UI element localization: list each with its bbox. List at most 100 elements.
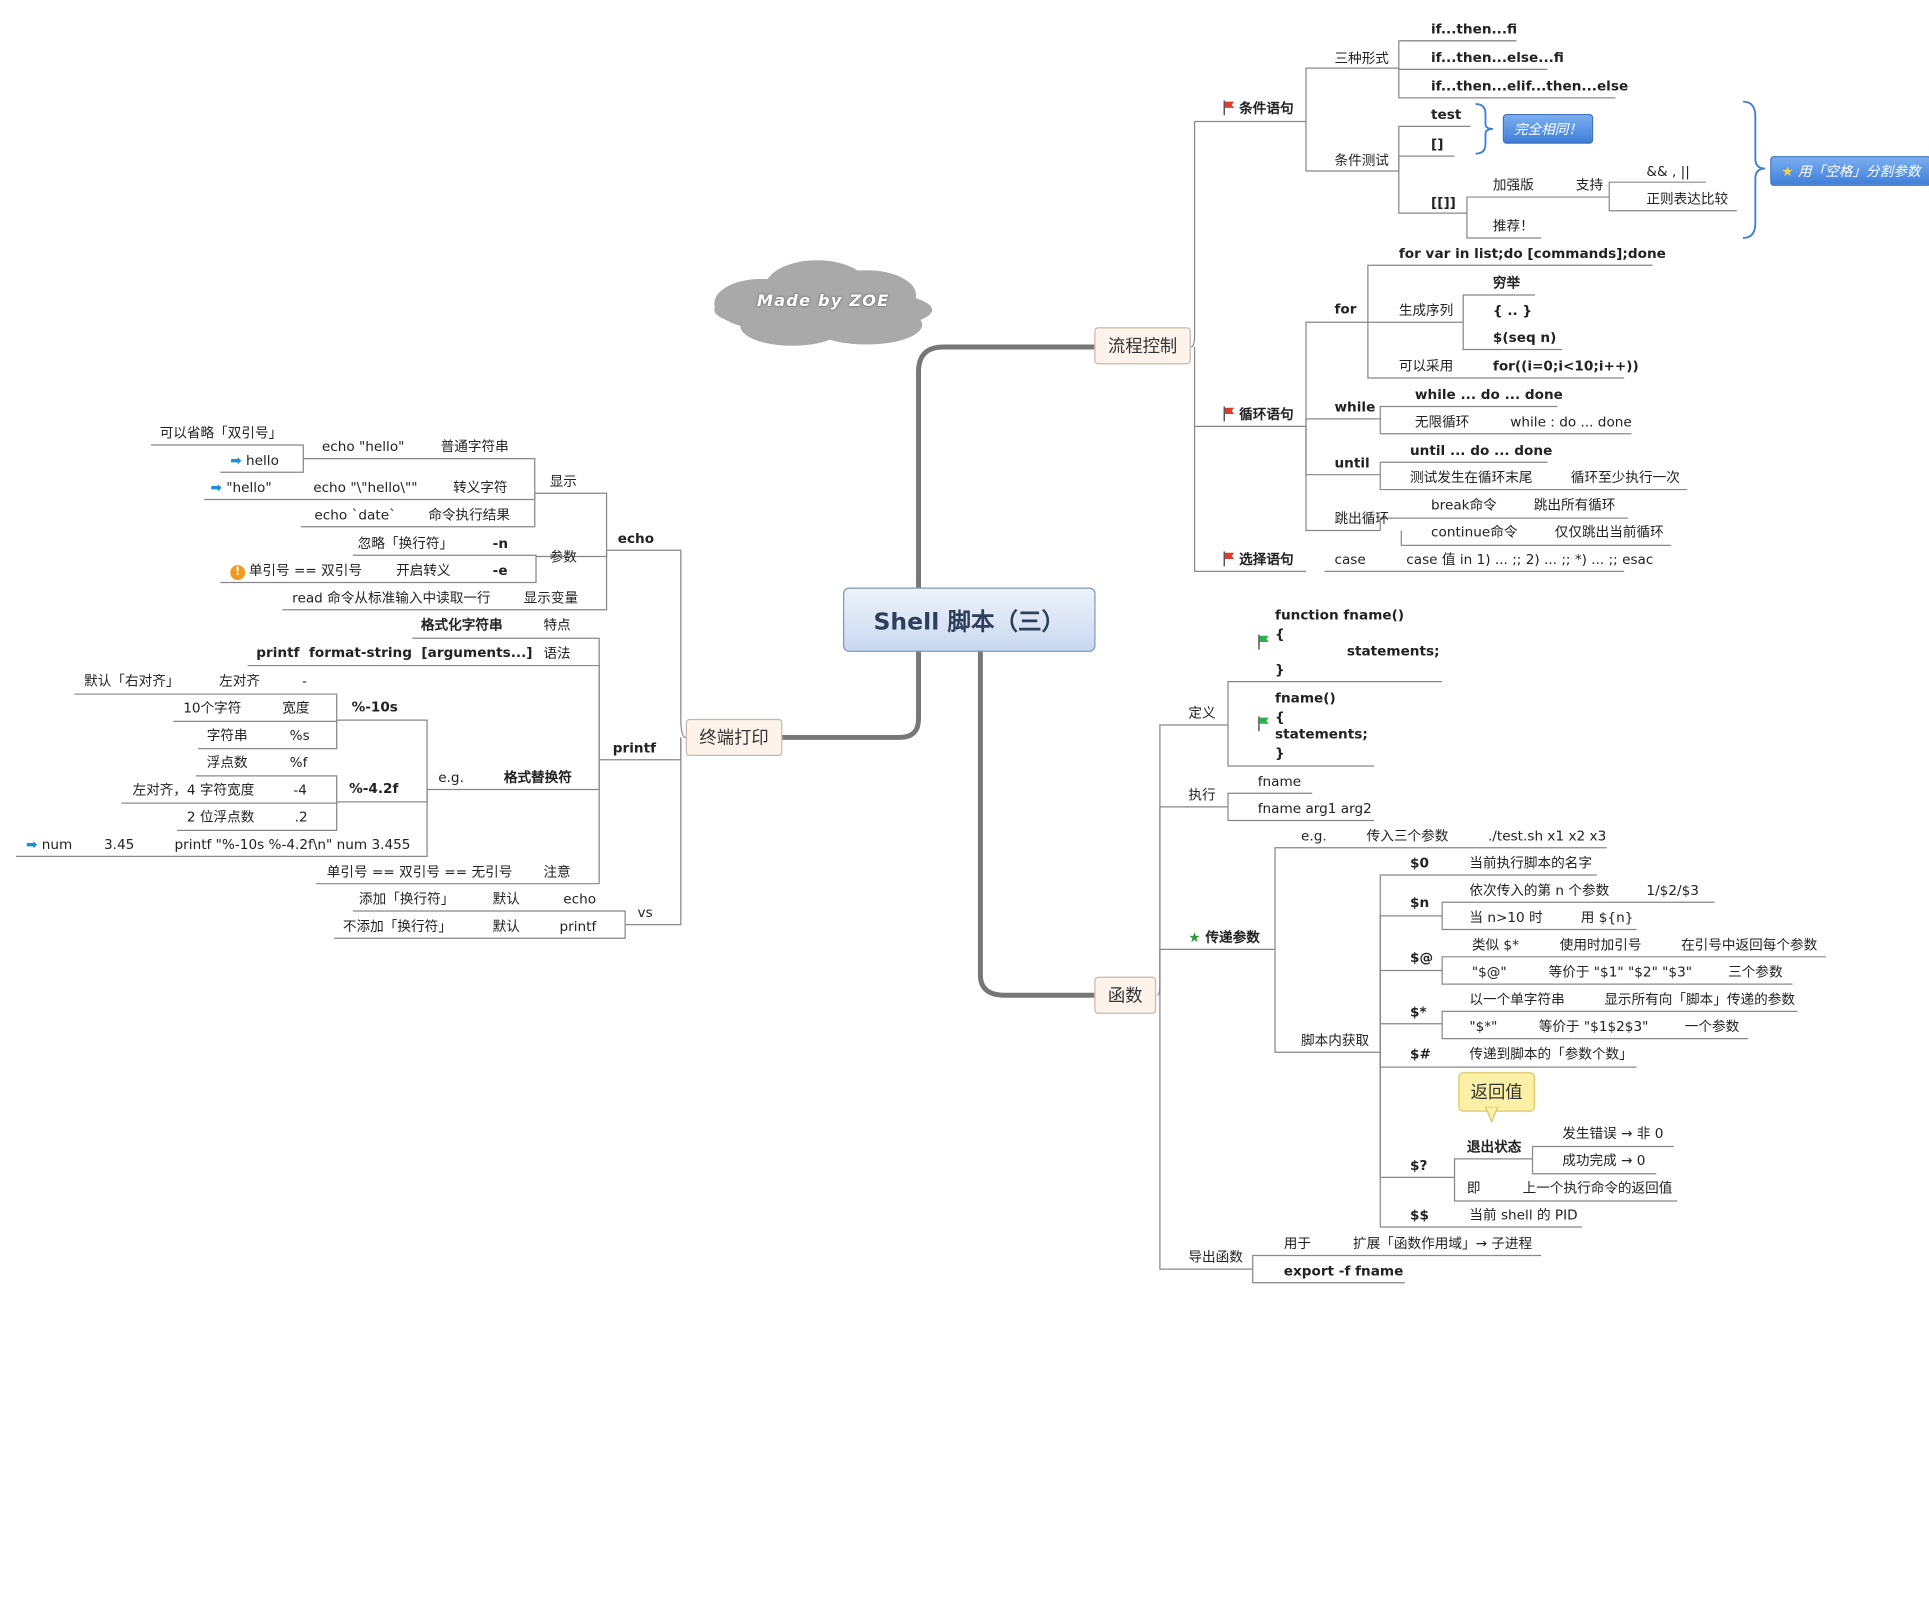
ten-chars[interactable]: 10个字符 [183, 700, 242, 717]
echo-param[interactable]: 参数 [549, 549, 577, 566]
show-var[interactable]: 显示变量 [523, 589, 579, 607]
left-align[interactable]: 左对齐 [219, 672, 260, 690]
param-star[interactable]: $* [1409, 1003, 1427, 1021]
case-syntax[interactable]: case 值 in 1) ... ;; 2) ... ;; *) ... ;; … [1406, 551, 1654, 568]
param-n-desc[interactable]: 依次传入的第 n 个参数 [1469, 882, 1610, 899]
default-right[interactable]: 默认「右对齐」 [84, 672, 180, 690]
param-pid-desc[interactable]: 当前 shell 的 PID [1469, 1207, 1578, 1224]
dot-2[interactable]: .2 [294, 809, 308, 826]
root-topic[interactable]: Shell 脚本（三） [843, 587, 1096, 652]
break-desc[interactable]: 跳出所有循环 [1533, 496, 1616, 514]
format-subst[interactable]: 格式替换符 [503, 769, 572, 786]
seq-cmd[interactable]: $(seq n) [1492, 329, 1557, 346]
infinite-syntax[interactable]: while : do ... done [1510, 413, 1632, 431]
infinite-loop[interactable]: 无限循环 [1414, 413, 1470, 431]
param-n-use[interactable]: 用 ${n} [1580, 909, 1634, 926]
loop-for[interactable]: for [1334, 301, 1357, 318]
three-forms[interactable]: 三种形式 [1334, 50, 1389, 67]
for-cstyle[interactable]: for((i=0;i<10;i++)) [1492, 358, 1639, 375]
escape-char[interactable]: 转义字符 [453, 479, 508, 496]
param-at-q[interactable]: "$@" [1471, 964, 1507, 981]
cmd-result[interactable]: 命令执行结果 [428, 506, 511, 524]
alt-label[interactable]: 可以采用 [1398, 358, 1454, 375]
pass-three[interactable]: 传入三个参数 [1366, 827, 1449, 845]
loop-until[interactable]: until [1334, 454, 1370, 471]
for-syntax[interactable]: for var in list;do [commands];done [1398, 245, 1666, 262]
regex-compare[interactable]: 正则表达比较 [1646, 190, 1729, 207]
param-at[interactable]: $@ [1409, 949, 1434, 966]
param-question[interactable]: $? [1409, 1157, 1428, 1174]
opt-e[interactable]: -e [492, 562, 508, 579]
param-at-three[interactable]: 三个参数 [1728, 964, 1783, 981]
used-for[interactable]: 用于 [1283, 1235, 1311, 1252]
fmt-10s[interactable]: %-10s [351, 699, 398, 716]
read-desc[interactable]: read 命令从标准输入中读取一行 [292, 589, 491, 607]
syntax[interactable]: 语法 [543, 645, 571, 662]
left-4-width[interactable]: 左对齐，4 字符宽度 [132, 782, 255, 799]
def2-line1[interactable]: fname() [1275, 690, 1336, 707]
until-once[interactable]: 循环至少执行一次 [1570, 469, 1680, 486]
param-at-like[interactable]: 类似 $* [1471, 936, 1519, 954]
param-star-show[interactable]: 显示所有向「脚本」传递的参数 [1604, 991, 1795, 1008]
supports[interactable]: 支持 [1575, 177, 1604, 194]
exec-args[interactable]: fname arg1 arg2 [1257, 800, 1372, 817]
param-hash[interactable]: $# [1409, 1046, 1431, 1063]
execute[interactable]: 执行 [1188, 787, 1216, 804]
param-n[interactable]: $n [1409, 894, 1430, 911]
exit-ok[interactable]: 成功完成 → 0 [1562, 1152, 1646, 1169]
vs-printf[interactable]: printf [559, 918, 597, 935]
pass-three-cmd[interactable]: ./test.sh x1 x2 x3 [1487, 827, 1607, 845]
extend-scope[interactable]: 扩展「函数作用域」→ 子进程 [1353, 1235, 1533, 1252]
topic-flow-control[interactable]: 流程控制 [1094, 327, 1191, 365]
param-star-q[interactable]: "$*" [1469, 1018, 1498, 1035]
string-type[interactable]: 字符串 [206, 727, 248, 744]
exit-error[interactable]: 发生错误 → 非 0 [1562, 1125, 1664, 1142]
dash[interactable]: - [302, 672, 307, 690]
param-at-quote[interactable]: 使用时加引号 [1559, 936, 1642, 954]
recommended[interactable]: 推荐！ [1492, 218, 1534, 235]
pct-f[interactable]: %f [289, 754, 308, 771]
default-1[interactable]: 默认 [492, 891, 520, 908]
cond-test[interactable]: 条件测试 [1334, 152, 1389, 169]
param-at-eq[interactable]: 等价于 "$1" "$2" "$3" [1548, 964, 1693, 981]
until-test[interactable]: 测试发生在循环末尾 [1409, 469, 1533, 486]
pct-s[interactable]: %s [289, 727, 310, 744]
exec-fname[interactable]: fname [1257, 773, 1302, 790]
select-statement[interactable]: 选择语句 [1223, 551, 1294, 569]
gen-seq[interactable]: 生成序列 [1398, 302, 1454, 319]
width[interactable]: 宽度 [282, 700, 310, 717]
format-string[interactable]: 格式化字符串 [420, 617, 503, 634]
while-syntax[interactable]: while ... do ... done [1414, 386, 1563, 403]
feature[interactable]: 特点 [543, 617, 571, 634]
printf-eg[interactable]: e.g. [438, 769, 464, 786]
printf-syntax[interactable]: printf format-string [arguments...] [256, 644, 533, 661]
no-newline[interactable]: 不添加「换行符」 [342, 918, 452, 935]
param-0[interactable]: $0 [1409, 855, 1429, 872]
export-func[interactable]: 导出函数 [1188, 1249, 1243, 1266]
cond-statement[interactable]: 条件语句 [1223, 100, 1294, 117]
param-star-single[interactable]: 以一个单字符串 [1469, 991, 1565, 1008]
printf-example[interactable]: printf "%-10s %-4.2f\n" num 3.455 [174, 836, 411, 853]
param-star-eq[interactable]: 等价于 "$1$2$3" [1538, 1018, 1649, 1035]
add-newline[interactable]: 添加「换行符」 [358, 891, 455, 908]
def1-line1[interactable]: function fname() [1275, 607, 1405, 624]
topic-functions[interactable]: 函数 [1094, 976, 1157, 1014]
param-hash-desc[interactable]: 传递到脚本的「参数个数」 [1469, 1046, 1633, 1063]
param-n-gt[interactable]: 当 n>10 时 [1469, 909, 1543, 926]
vs-node[interactable]: vs [637, 904, 653, 921]
param-pid[interactable]: $$ [1409, 1207, 1429, 1224]
form-if-else[interactable]: if...then...else...fi [1431, 49, 1564, 66]
test-cmd[interactable]: test [1431, 106, 1462, 123]
break-cmd[interactable]: break命令 [1431, 496, 1497, 514]
quotes-all-equal[interactable]: 单引号 == 双引号 == 无引号 [326, 863, 513, 880]
continue-desc[interactable]: 仅仅跳出当前循环 [1554, 524, 1664, 541]
enable-escape[interactable]: 开启转义 [396, 562, 451, 579]
echo-node[interactable]: echo [617, 530, 655, 547]
value-output[interactable]: 3.45 [103, 836, 135, 853]
quoted-hello-output[interactable]: ➡ "hello" [210, 479, 272, 496]
topic-terminal-print[interactable]: 终端打印 [685, 718, 783, 757]
float-type[interactable]: 浮点数 [206, 754, 248, 771]
fmt-42f[interactable]: %-4.2f [349, 780, 399, 797]
param-at-ret[interactable]: 在引号中返回每个参数 [1681, 936, 1818, 954]
seq-enum[interactable]: 穷举 [1492, 275, 1521, 292]
